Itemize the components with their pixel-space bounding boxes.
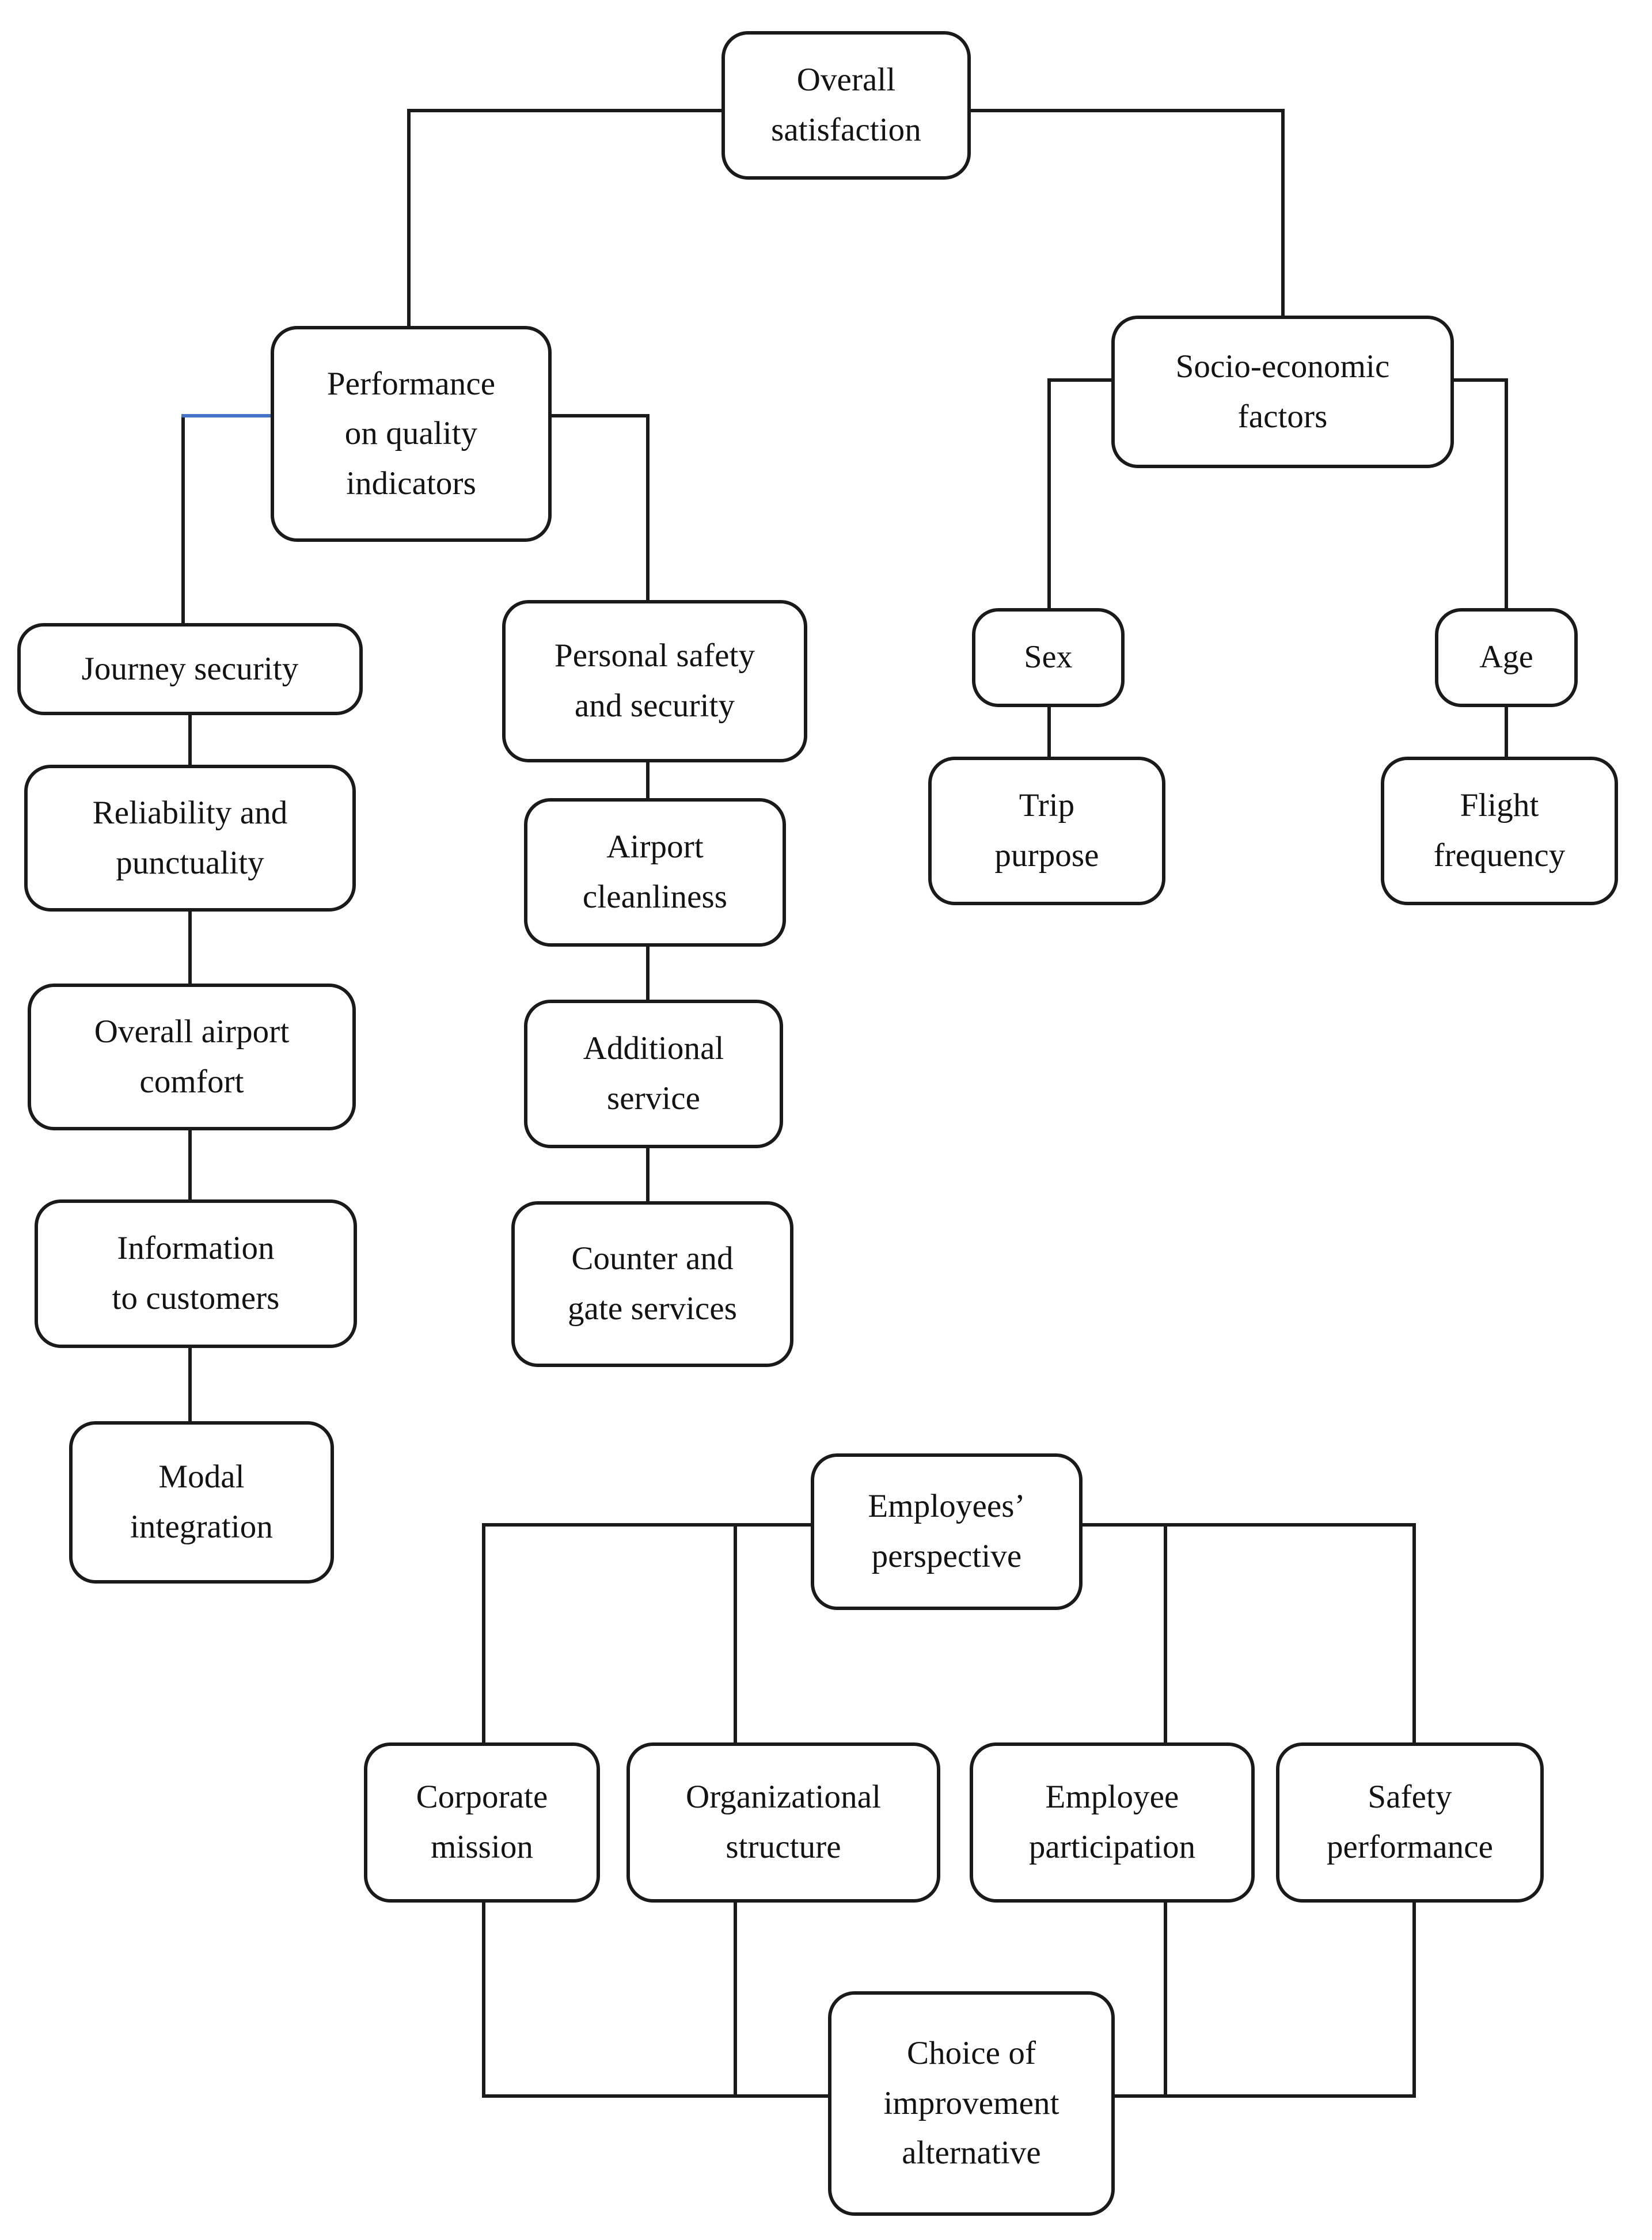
node-choice-improvement-alternative[interactable]: Choice of improvement alternative [828, 1991, 1115, 2216]
node-employees-perspective[interactable]: Employees’ perspective [811, 1453, 1083, 1610]
node-label: Additional service [583, 1030, 724, 1117]
node-label: Journey security [81, 650, 299, 687]
node-flight-frequency[interactable]: Flight frequency [1381, 757, 1618, 905]
node-label: Safety performance [1326, 1779, 1494, 1865]
node-label: Choice of improvement alternative [883, 2035, 1059, 2171]
node-label: Employee participation [1028, 1779, 1196, 1865]
node-additional-service[interactable]: Additional service [524, 1000, 783, 1148]
node-modal-integration[interactable]: Modal integration [69, 1421, 334, 1584]
node-label: Age [1479, 639, 1533, 675]
edge-performance-to-personal-safety [550, 414, 650, 603]
edge-overall-to-socio [969, 109, 1285, 320]
node-label: Counter and gate services [567, 1240, 738, 1327]
edge-socio-to-age [1452, 378, 1508, 612]
node-age[interactable]: Age [1435, 608, 1578, 707]
node-label: Reliability and punctuality [92, 794, 288, 881]
node-label: Airport cleanliness [582, 829, 728, 915]
node-overall-airport-comfort[interactable]: Overall airport comfort [28, 984, 356, 1130]
node-label: Modal integration [130, 1459, 274, 1545]
node-label: Information to customers [112, 1230, 280, 1316]
node-label: Overall satisfaction [771, 62, 921, 148]
edge-socio-to-sex [1047, 378, 1113, 612]
node-label: Performance on quality indicators [326, 365, 496, 502]
node-label: Trip purpose [994, 787, 1099, 874]
node-overall-satisfaction[interactable]: Overall satisfaction [721, 31, 971, 180]
node-employee-participation[interactable]: Employee participation [970, 1742, 1255, 1903]
node-safety-performance[interactable]: Safety performance [1276, 1742, 1544, 1903]
node-sex[interactable]: Sex [972, 608, 1125, 707]
node-label: Employees’ perspective [868, 1488, 1026, 1574]
node-airport-cleanliness[interactable]: Airport cleanliness [524, 798, 786, 947]
node-journey-security[interactable]: Journey security [17, 623, 363, 715]
node-label: Overall airport comfort [94, 1013, 290, 1100]
node-label: Socio-economic factors [1175, 348, 1390, 435]
node-label: Corporate mission [416, 1779, 548, 1865]
node-performance-quality[interactable]: Performance on quality indicators [271, 326, 552, 542]
node-socio-economic[interactable]: Socio-economic factors [1111, 316, 1454, 468]
node-label: Personal safety and security [554, 637, 755, 724]
edge-overall-to-performance [407, 109, 723, 330]
node-label: Flight frequency [1433, 787, 1566, 874]
node-personal-safety-security[interactable]: Personal safety and security [502, 600, 807, 762]
node-reliability-punctuality[interactable]: Reliability and punctuality [24, 765, 356, 912]
node-label: Organizational structure [685, 1779, 882, 1865]
node-corporate-mission[interactable]: Corporate mission [364, 1742, 600, 1903]
node-label: Sex [1024, 639, 1073, 675]
node-counter-gate-services[interactable]: Counter and gate services [511, 1201, 793, 1367]
node-information-to-customers[interactable]: Information to customers [35, 1199, 357, 1348]
node-organizational-structure[interactable]: Organizational structure [626, 1742, 940, 1903]
node-trip-purpose[interactable]: Trip purpose [928, 757, 1165, 905]
